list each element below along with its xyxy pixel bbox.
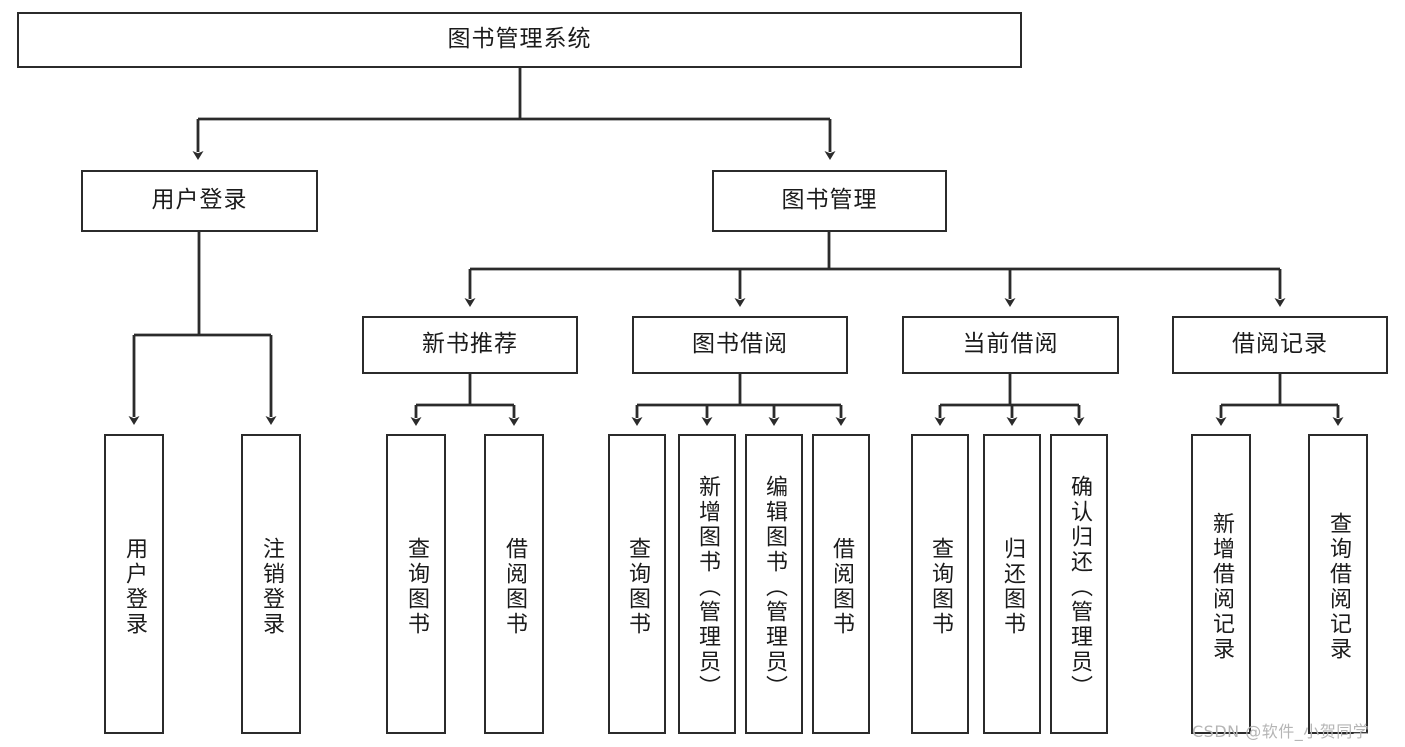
leaf-borrow-book-new[interactable]: 借阅图书 — [484, 434, 544, 734]
leaf-query-book-current[interactable]: 查询图书 — [911, 434, 969, 734]
node-root-label: 图书管理系统 — [447, 26, 592, 53]
node-book-borrow-label: 图书借阅 — [692, 331, 788, 358]
node-current-borrow[interactable]: 当前借阅 — [902, 316, 1119, 374]
node-new-book-recommend-label: 新书推荐 — [422, 331, 518, 358]
leaf-confirm-return-admin[interactable]: 确认归还（管理员） — [1050, 434, 1108, 734]
leaf-add-borrow-record[interactable]: 新增借阅记录 — [1191, 434, 1251, 734]
leaf-edit-book-admin-label: 编辑图书（管理员） — [762, 474, 787, 700]
leaf-user-login-label: 用户登录 — [122, 537, 147, 637]
leaf-add-book-admin[interactable]: 新增图书（管理员） — [678, 434, 736, 734]
leaf-query-book-borrow-label: 查询图书 — [625, 537, 650, 637]
leaf-query-borrow-record[interactable]: 查询借阅记录 — [1308, 434, 1368, 734]
leaf-borrow-book-new-label: 借阅图书 — [502, 537, 527, 637]
csdn-watermark: CSDN @软件_小贺同学 — [1192, 722, 1370, 741]
leaf-return-book-label: 归还图书 — [1000, 537, 1025, 637]
node-book-borrow[interactable]: 图书借阅 — [632, 316, 848, 374]
leaf-logout-label: 注销登录 — [259, 537, 284, 637]
leaf-borrow-book-label: 借阅图书 — [829, 537, 854, 637]
node-user-login[interactable]: 用户登录 — [81, 170, 318, 232]
node-current-borrow-label: 当前借阅 — [962, 331, 1059, 358]
leaf-confirm-return-admin-label: 确认归还（管理员） — [1067, 474, 1092, 700]
node-book-management-label: 图书管理 — [781, 187, 878, 214]
leaf-add-borrow-record-label: 新增借阅记录 — [1209, 512, 1234, 662]
leaf-return-book[interactable]: 归还图书 — [983, 434, 1041, 734]
leaf-borrow-book[interactable]: 借阅图书 — [812, 434, 870, 734]
leaf-query-book-new[interactable]: 查询图书 — [386, 434, 446, 734]
leaf-query-borrow-record-label: 查询借阅记录 — [1326, 512, 1351, 662]
node-borrow-records[interactable]: 借阅记录 — [1172, 316, 1388, 374]
leaf-add-book-admin-label: 新增图书（管理员） — [695, 474, 720, 700]
leaf-query-book-borrow[interactable]: 查询图书 — [608, 434, 666, 734]
leaf-user-login[interactable]: 用户登录 — [104, 434, 164, 734]
node-user-login-label: 用户登录 — [151, 187, 248, 214]
leaf-edit-book-admin[interactable]: 编辑图书（管理员） — [745, 434, 803, 734]
node-book-management[interactable]: 图书管理 — [712, 170, 947, 232]
leaf-query-book-new-label: 查询图书 — [404, 537, 429, 637]
leaf-logout[interactable]: 注销登录 — [241, 434, 301, 734]
node-root[interactable]: 图书管理系统 — [17, 12, 1022, 68]
node-borrow-records-label: 借阅记录 — [1232, 331, 1328, 358]
leaf-query-book-current-label: 查询图书 — [928, 537, 953, 637]
node-new-book-recommend[interactable]: 新书推荐 — [362, 316, 578, 374]
